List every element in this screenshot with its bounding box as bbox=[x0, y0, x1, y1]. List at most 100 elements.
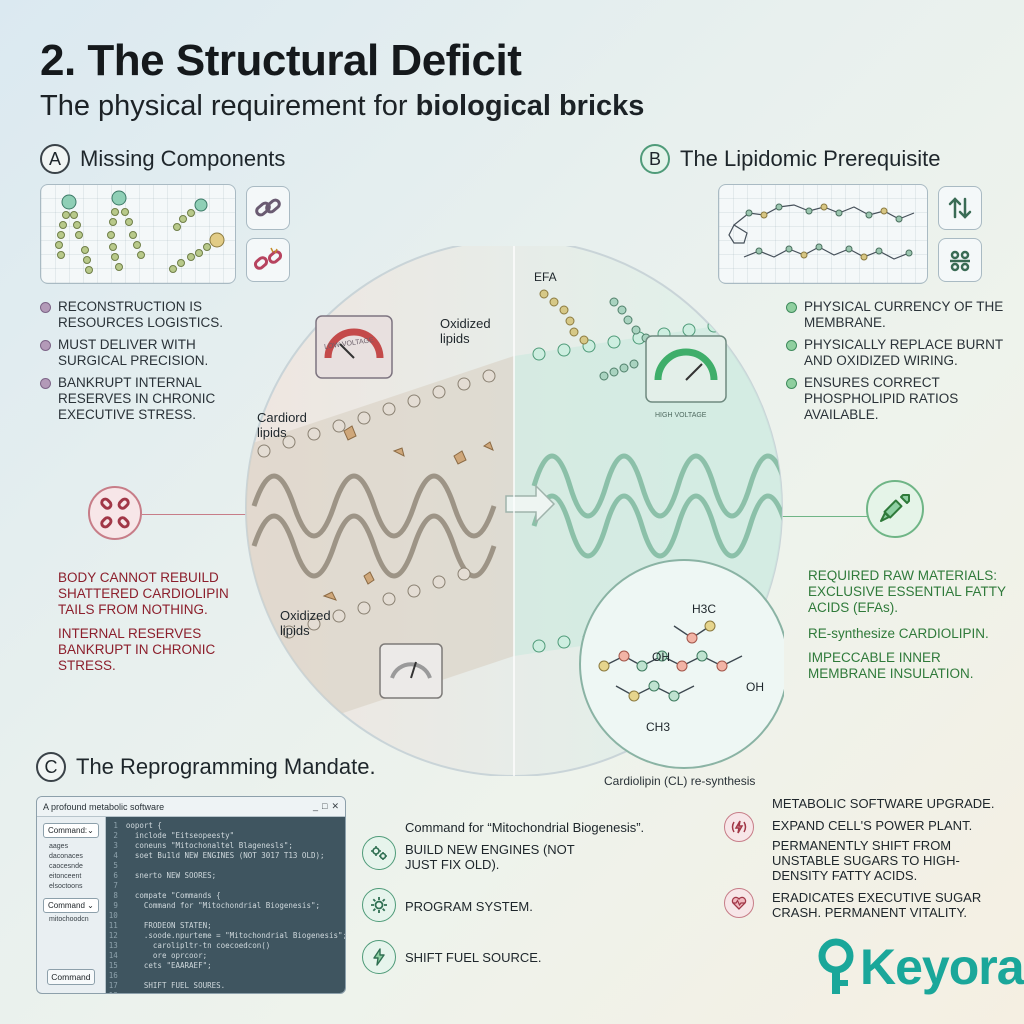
sidebar-item[interactable]: eitonceent bbox=[49, 873, 82, 880]
line-number: 4 bbox=[113, 851, 118, 860]
section-c-header: C The Reprogramming Mandate. bbox=[36, 752, 376, 782]
code-lines: ooport { inclode "Eitseopeesty" coneuns … bbox=[122, 821, 346, 989]
benefit-text-1: REQUIRED RAW MATERIALS: EXCLUSIVE ESSENT… bbox=[808, 568, 1006, 615]
close-button[interactable]: ✕ bbox=[331, 801, 339, 811]
line-number: 15 bbox=[108, 961, 118, 970]
oh-label: OH bbox=[652, 650, 670, 664]
step-text-1: BUILD NEW ENGINES (NOT JUST FIX OLD). bbox=[405, 842, 575, 872]
code-line: SHIFT FUEL SOURES. bbox=[125, 981, 226, 989]
code-line: .soode.npurteme = "Mitochondrial Biogene… bbox=[125, 931, 346, 940]
line-number: 2 bbox=[113, 831, 118, 840]
cardiord-lipids-label: Cardiord lipids bbox=[257, 410, 307, 440]
bullet-item: BANKRUPT INTERNAL RESERVES IN CHRONIC EX… bbox=[38, 375, 228, 423]
upgrade-item-1: EXPAND CELL'S POWER PLANT. bbox=[772, 818, 973, 833]
upgrade-title: METABOLIC SOFTWARE UPGRADE. bbox=[772, 796, 995, 811]
code-line: FRODEON STATEN; bbox=[125, 921, 212, 930]
sort-arrows-icon bbox=[938, 186, 982, 230]
warning-text-2: INTERNAL RESERVES BANKRUPT IN CHRONIC ST… bbox=[58, 626, 216, 673]
efa-label: EFA bbox=[534, 270, 557, 284]
code-line bbox=[126, 971, 345, 981]
chevron-down-icon: ⌄ bbox=[87, 826, 94, 835]
line-number: 6 bbox=[113, 871, 118, 880]
low-voltage-gauge-icon bbox=[315, 315, 393, 379]
sidebar-item[interactable]: elsoctoons bbox=[49, 883, 83, 890]
cardiolipin-caption: Cardiolipin (CL) re-synthesis bbox=[604, 774, 756, 788]
high-voltage-label: HIGH VOLTAGE bbox=[655, 412, 707, 419]
divide-icon bbox=[938, 238, 982, 282]
missing-lipids-panel bbox=[40, 184, 236, 284]
voltage-gauge-icon bbox=[379, 643, 443, 699]
window-titlebar: A profound metabolic software _ □ ✕ bbox=[37, 797, 345, 817]
line-number: 10 bbox=[108, 911, 118, 920]
oxidized-lipids-label-bottom: Oxidized lipids bbox=[280, 608, 331, 638]
code-line: inclode "Eitseopeesty" bbox=[125, 831, 235, 840]
command-button[interactable]: Command bbox=[47, 969, 95, 985]
code-line: carolipltr-tn coecoedcon() bbox=[125, 941, 271, 950]
code-line: ooport { bbox=[125, 821, 162, 830]
section-a-header: A Missing Components bbox=[40, 144, 285, 174]
minimize-button[interactable]: _ bbox=[313, 801, 319, 811]
benefit-text-2: RE-synthesize CARDIOLIPIN. bbox=[808, 626, 989, 641]
lightning-icon bbox=[362, 940, 396, 974]
oh-label: OH bbox=[746, 680, 764, 694]
section-b-badge: B bbox=[640, 144, 670, 174]
code-line bbox=[126, 911, 345, 921]
membrane-diagram bbox=[245, 239, 789, 777]
upgrade-item-3: ERADICATES EXECUTIVE SUGAR CRASH. PERMAN… bbox=[772, 890, 982, 920]
molecule-panel bbox=[718, 184, 928, 284]
upgrade-item-2: PERMANENTLY SHIFT FROM UNSTABLE SUGARS T… bbox=[772, 838, 960, 883]
section-b-title: The Lipidomic Prerequisite bbox=[680, 146, 941, 171]
code-line: coneuns "Mitochonaltel Blagenesls"; bbox=[125, 841, 293, 850]
broken-lipid-chains-icon bbox=[55, 190, 225, 274]
line-number: 7 bbox=[113, 881, 118, 890]
gear-icon bbox=[362, 888, 396, 922]
warning-text-1: BODY CANNOT REBUILD SHATTERED CARDIOLIPI… bbox=[58, 570, 229, 617]
line-number: 16 bbox=[108, 971, 118, 980]
code-line: soet Bu1ld NEW ENGINES (NOT 3017 T13 OLD… bbox=[125, 851, 325, 860]
code-line bbox=[126, 881, 345, 891]
rocket-arrow-icon bbox=[866, 480, 924, 538]
code-line: ore oprcoor; bbox=[125, 951, 208, 960]
code-line: snerto NEW SOORES; bbox=[125, 871, 217, 880]
sidebar-item[interactable]: aages bbox=[49, 843, 69, 850]
sidebar-item[interactable]: mitochoodcn bbox=[49, 916, 89, 923]
line-number: 18 bbox=[106, 991, 118, 993]
molecule-structure-icon bbox=[728, 203, 915, 261]
bullet-item: RECONSTRUCTION IS RESOURCES LOGISTICS. bbox=[38, 299, 228, 331]
ch3-label: CH3 bbox=[646, 720, 671, 734]
membrane-illustration bbox=[244, 239, 789, 777]
command-select-2[interactable]: Command⌄ bbox=[43, 898, 99, 913]
sidebar-item[interactable]: daconaces bbox=[49, 853, 83, 860]
maximize-button[interactable]: □ bbox=[322, 801, 328, 811]
code-editor[interactable]: 123456789101112131415161718 ooport { inc… bbox=[105, 817, 346, 993]
section-c-badge: C bbox=[36, 752, 66, 782]
sidebar-list: aages daconaces caocesnde eitonceent els… bbox=[43, 842, 99, 892]
window-title: A profound metabolic software bbox=[43, 801, 165, 812]
brand-name: Keyora bbox=[860, 939, 1024, 995]
high-voltage-gauge-icon bbox=[645, 335, 727, 403]
bullet-item: PHYSICALLY REPLACE BURNT AND OXIDIZED WI… bbox=[784, 337, 1014, 369]
window-sidebar: Command:⌄ aages daconaces caocesnde eito… bbox=[37, 817, 106, 993]
line-number: 17 bbox=[108, 981, 118, 990]
code-line: cets "EAARAEF"; bbox=[125, 961, 212, 970]
bullet-item: PHYSICAL CURRENCY OF THE MEMBRANE. bbox=[784, 299, 1014, 331]
code-line bbox=[126, 861, 345, 871]
sidebar-item[interactable]: caocesnde bbox=[49, 863, 83, 870]
section-a-badge: A bbox=[40, 144, 70, 174]
page-subtitle: The physical requirement for biological … bbox=[40, 90, 645, 122]
broken-link-icon bbox=[246, 238, 290, 282]
chevron-down-icon: ⌄ bbox=[87, 901, 94, 910]
connector-line bbox=[764, 516, 868, 517]
line-number: 8 bbox=[113, 891, 118, 900]
bullet-item: ENSURES CORRECT PHOSPHOLIPID RATIOS AVAI… bbox=[784, 375, 1014, 423]
connector-line bbox=[142, 514, 262, 515]
code-line: compate "Commands { bbox=[125, 891, 221, 900]
power-plant-icon bbox=[724, 812, 754, 842]
bullet-item: MUST DELIVER WITH SURGICAL PRECISION. bbox=[38, 337, 228, 369]
key-logo-icon bbox=[818, 938, 854, 994]
step-text-3: SHIFT FUEL SOURCE. bbox=[405, 950, 542, 965]
command-select[interactable]: Command:⌄ bbox=[43, 823, 99, 838]
line-number: 12 bbox=[108, 931, 118, 940]
command-heading: Command for “Mitochondrial Biogenesis”. bbox=[405, 820, 645, 835]
section-b-header: B The Lipidomic Prerequisite bbox=[640, 144, 940, 174]
